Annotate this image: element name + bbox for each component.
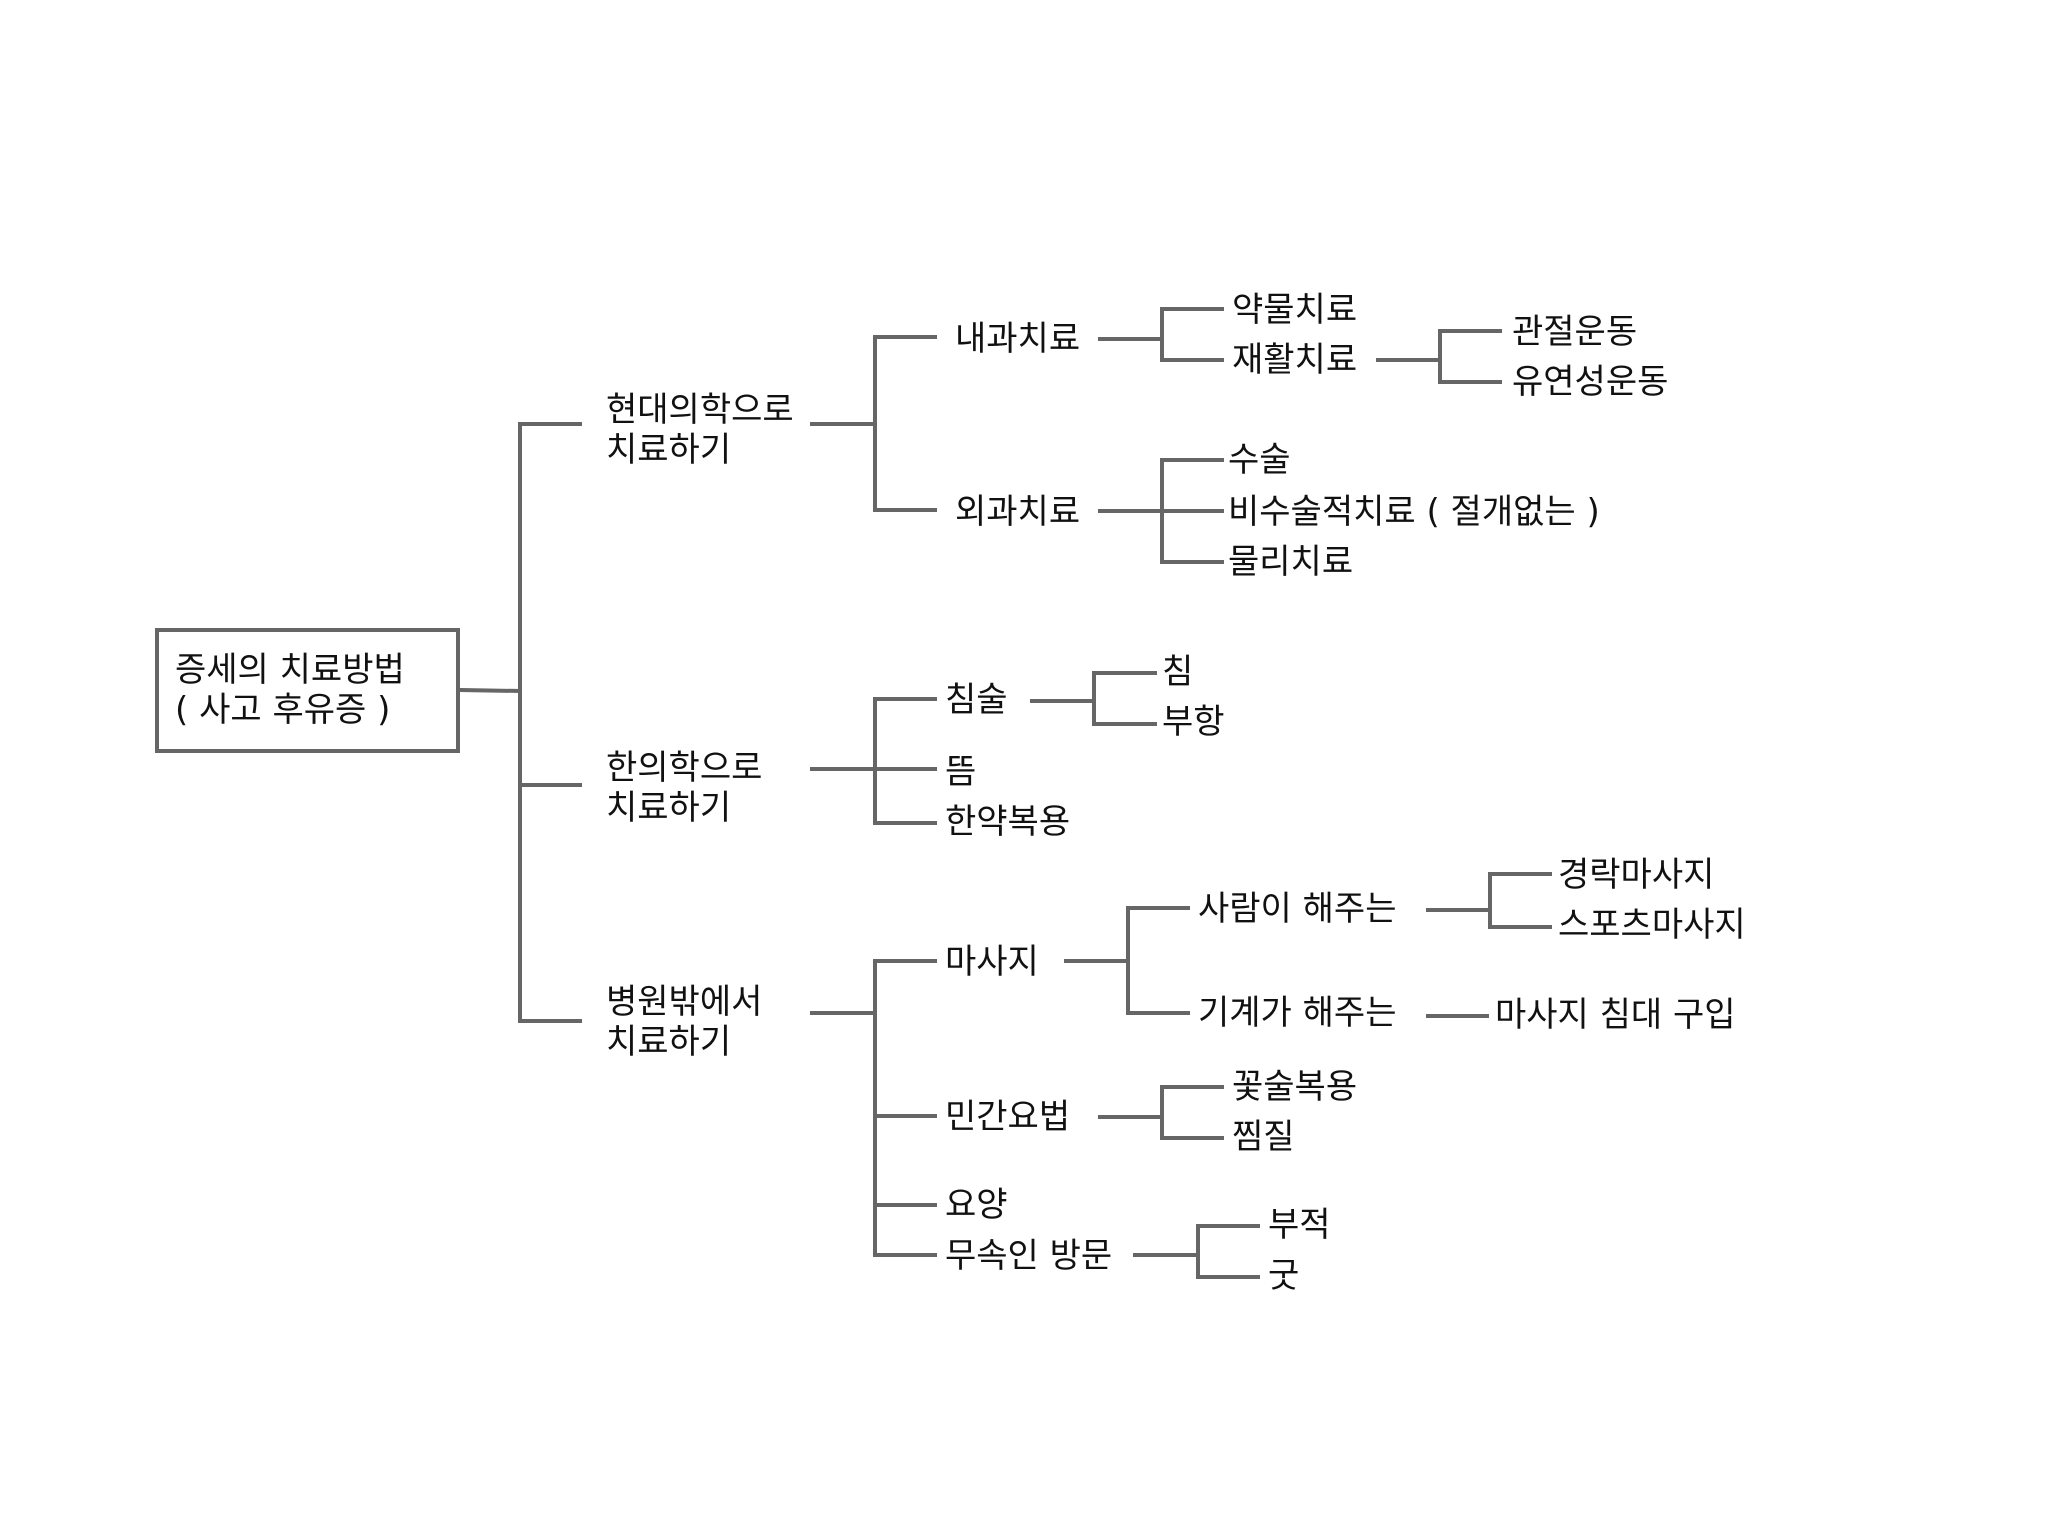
node-flower-liquor: 꽃술복용 — [1232, 1067, 1358, 1107]
node-rehab-therapy: 재활치료 — [1232, 340, 1358, 380]
node-surgery: 수술 — [1228, 440, 1291, 480]
node-steam-compress: 찜질 — [1232, 1117, 1295, 1157]
node-nonsurgical: 비수술적치료 ( 절개없는 ) — [1228, 492, 1600, 532]
root-node-label: 증세의 치료방법 ( 사고 후유증 ) — [175, 650, 405, 730]
node-physical-therapy: 물리치료 — [1228, 542, 1354, 582]
root-title: 증세의 치료방법 — [175, 650, 405, 690]
node-shaman-visit: 무속인 방문 — [945, 1236, 1113, 1276]
node-by-person: 사람이 해주는 — [1198, 889, 1397, 929]
node-massage: 마사지 — [945, 942, 1039, 982]
node-gut-ritual: 굿 — [1268, 1256, 1300, 1296]
node-talisman: 부적 — [1268, 1205, 1331, 1245]
node-folk-remedy: 민간요법 — [945, 1097, 1071, 1137]
node-flexibility-exercise: 유연성운동 — [1512, 362, 1669, 402]
node-acupuncture: 침술 — [945, 680, 1008, 720]
node-surgical-treatment: 외과치료 — [955, 492, 1081, 532]
node-cupping: 부항 — [1162, 702, 1225, 742]
node-joint-exercise: 관절운동 — [1512, 312, 1638, 352]
root-subtitle: ( 사고 후유증 ) — [175, 690, 391, 730]
node-outside-line2: 치료하기 — [606, 1022, 732, 1062]
node-needle: 침 — [1162, 652, 1194, 692]
node-oriental-medicine: 한의학으로 치료하기 — [606, 748, 762, 828]
node-modern-medicine: 현대의학으로 치료하기 — [606, 390, 794, 470]
node-outside-hospital: 병원밖에서 치료하기 — [606, 982, 762, 1062]
root-node-box — [155, 628, 460, 753]
node-meridian-massage: 경락마사지 — [1558, 855, 1715, 895]
node-modern-line1: 현대의학으로 — [606, 390, 794, 430]
connector-root — [458, 687, 523, 694]
node-recuperation: 요양 — [945, 1185, 1008, 1225]
node-internal-medicine: 내과치료 — [955, 319, 1081, 359]
node-outside-line1: 병원밖에서 — [606, 982, 763, 1022]
node-moxibustion: 뜸 — [945, 752, 977, 792]
node-sports-massage: 스포츠마사지 — [1558, 905, 1746, 945]
node-massage-bed: 마사지 침대 구입 — [1495, 995, 1736, 1035]
node-by-machine: 기계가 해주는 — [1198, 993, 1397, 1033]
node-herbal-medicine: 한약복용 — [945, 802, 1071, 842]
node-modern-line2: 치료하기 — [606, 430, 732, 470]
node-oriental-line1: 한의학으로 — [606, 748, 763, 788]
node-drug-therapy: 약물치료 — [1232, 290, 1358, 330]
node-oriental-line2: 치료하기 — [606, 788, 732, 828]
